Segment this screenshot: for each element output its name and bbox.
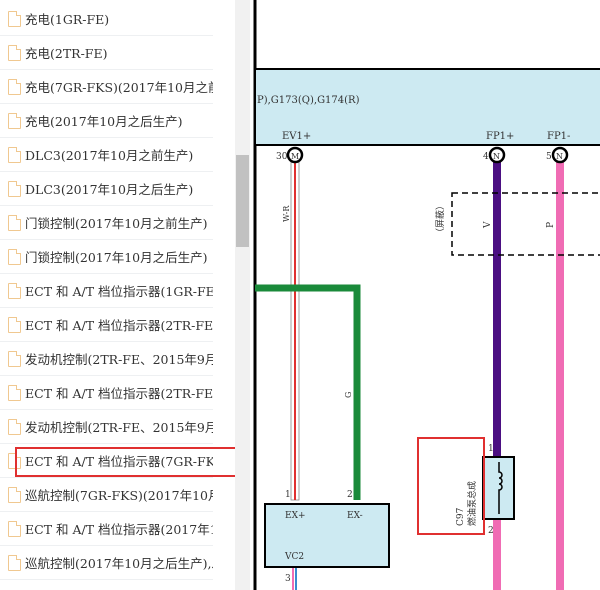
document-icon — [8, 180, 21, 197]
sidebar-item[interactable]: ECT 和 A/T 档位指示器(2017年10月之 — [0, 512, 213, 546]
wire-color-v: V — [483, 221, 493, 229]
sidebar-item-label: ECT 和 A/T 档位指示器(2017年10月之 — [25, 522, 213, 537]
conn-label: N — [556, 152, 563, 161]
sidebar-item[interactable]: ECT 和 A/T 档位指示器(1GR-FE),巡航 — [0, 274, 213, 308]
sidebar-item[interactable]: 充电(7GR-FKS)(2017年10月之前生产) — [0, 70, 213, 104]
document-icon — [8, 452, 21, 469]
coil-icon — [498, 462, 503, 514]
sidebar-item-label: 发动机控制(2TR-FE、2015年9月之前 — [25, 352, 213, 367]
pump-code: C97 — [456, 507, 466, 526]
sidebar-item[interactable]: 充电(2TR-FE) — [0, 36, 213, 70]
document-icon — [8, 10, 21, 27]
sidebar-item[interactable]: 充电(2017年10月之后生产) — [0, 104, 213, 138]
sidebar-item[interactable]: 巡航控制(2017年10月之后生产),发动 — [0, 546, 213, 580]
document-icon — [8, 418, 21, 435]
document-icon — [8, 486, 21, 503]
sidebar-item-label: 门锁控制(2017年10月之前生产) — [25, 216, 208, 231]
selected-item-highlight — [15, 447, 242, 477]
pump-highlight-box — [417, 437, 485, 535]
pin-num: 5 — [546, 152, 552, 162]
pin-num: 1 — [488, 444, 494, 454]
sidebar-item-label: ECT 和 A/T 档位指示器(7GR-FKS)(2017 — [25, 454, 213, 469]
sidebar-scrollbar[interactable] — [235, 0, 250, 590]
wire-color-p: P — [546, 222, 556, 228]
pin-num: 30 — [276, 152, 288, 162]
document-icon — [8, 384, 21, 401]
sidebar-item-label: 充电(1GR-FE) — [25, 12, 110, 27]
document-icon — [8, 44, 21, 61]
sidebar-item[interactable]: 门锁控制(2017年10月之前生产) — [0, 206, 213, 240]
sidebar-item-label: 门锁控制(2017年10月之后生产) — [25, 250, 208, 265]
wire-color-g: G — [344, 392, 353, 398]
document-icon — [8, 146, 21, 163]
pin-num: 3 — [285, 574, 291, 584]
sidebar-item[interactable]: 充电(1GR-FE) — [0, 2, 213, 36]
sidebar-item[interactable]: DLC3(2017年10月之后生产) — [0, 172, 213, 206]
pin-num: 4 — [483, 152, 489, 162]
sidebar-item-label: ECT 和 A/T 档位指示器(2TR-FE、2015 — [25, 318, 213, 333]
sidebar-item[interactable]: ECT 和 A/T 档位指示器(2TR-FE、2015 — [0, 376, 213, 410]
sidebar-item-label: 充电(2TR-FE) — [25, 46, 108, 61]
ground-list-text: P),G173(Q),G174(R) — [257, 95, 360, 106]
ecu-header-band — [254, 68, 600, 146]
sidebar-item-label: 巡航控制(7GR-FKS)(2017年10月之前 — [25, 488, 213, 503]
ecu-pin-ex-minus: EX- — [347, 511, 363, 521]
sidebar-item[interactable]: 发动机控制(2TR-FE、2015年9月之前 — [0, 342, 213, 376]
sidebar-item-label: DLC3(2017年10月之前生产) — [25, 148, 194, 163]
document-icon — [8, 350, 21, 367]
pin-num: 1 — [285, 490, 291, 500]
pin-label-fp1m: FP1- — [547, 131, 570, 142]
sidebar-item[interactable]: 发动机控制(2TR-FE、2015年9月之后 — [0, 410, 213, 444]
shield-box — [451, 192, 600, 256]
connector-m — [286, 146, 304, 164]
pin-label-ev1: EV1+ — [282, 131, 311, 142]
document-icon — [8, 78, 21, 95]
sidebar-item-label: 充电(7GR-FKS)(2017年10月之前生产) — [25, 80, 213, 95]
ecu-pin-vc2: VC2 — [284, 552, 304, 562]
document-icon — [8, 520, 21, 537]
sidebar-item[interactable]: 巡航控制(7GR-FKS)(2017年10月之前 — [0, 478, 213, 512]
sidebar-item-label: DLC3(2017年10月之后生产) — [25, 182, 194, 197]
pump-name: 燃油泵总成 — [466, 481, 478, 526]
sidebar-item[interactable]: ECT 和 A/T 档位指示器(2TR-FE、2015 — [0, 308, 213, 342]
sidebar-item-label: ECT 和 A/T 档位指示器(2TR-FE、2015 — [25, 386, 213, 401]
sidebar-list: 充电(1GR-FE) 充电(2TR-FE) 充电(7GR-FKS)(2017年10月… — [0, 0, 235, 590]
sidebar-item[interactable]: DLC3(2017年10月之前生产) — [0, 138, 213, 172]
ecu-pin-ex-plus: EX+ — [285, 511, 306, 521]
document-icon — [8, 282, 21, 299]
pin-num: 2 — [347, 490, 353, 500]
ecu-box — [264, 503, 390, 568]
pin-label-fp1p: FP1+ — [486, 131, 514, 142]
document-icon — [8, 112, 21, 129]
wiring-diagram: P),G173(Q),G174(R) EV1+ FP1+ FP1- M 30 N… — [250, 0, 600, 590]
document-icon — [8, 248, 21, 265]
sidebar-item-label: 巡航控制(2017年10月之后生产),发动 — [25, 556, 213, 571]
sidebar-item[interactable]: 门锁控制(2017年10月之后生产) — [0, 240, 213, 274]
sidebar-item-label: 充电(2017年10月之后生产) — [25, 114, 183, 129]
connector-n — [488, 146, 506, 164]
document-icon — [8, 214, 21, 231]
conn-label: N — [493, 152, 500, 161]
conn-label: M — [291, 152, 299, 161]
shield-label: （屏蔽） — [434, 201, 446, 237]
sidebar-item[interactable]: ECT 和 A/T 档位指示器(7GR-FKS)(2017 — [0, 444, 213, 478]
connector-n — [551, 146, 569, 164]
document-icon — [8, 554, 21, 571]
wire-color-wr: W-R — [282, 205, 291, 222]
sidebar-item-label: 发动机控制(2TR-FE、2015年9月之后 — [25, 420, 213, 435]
wire-green — [255, 284, 361, 500]
document-icon — [8, 316, 21, 333]
sidebar-item-label: ECT 和 A/T 档位指示器(1GR-FE),巡航 — [25, 284, 213, 299]
pin-num: 2 — [488, 526, 494, 536]
scrollbar-thumb[interactable] — [236, 155, 249, 247]
